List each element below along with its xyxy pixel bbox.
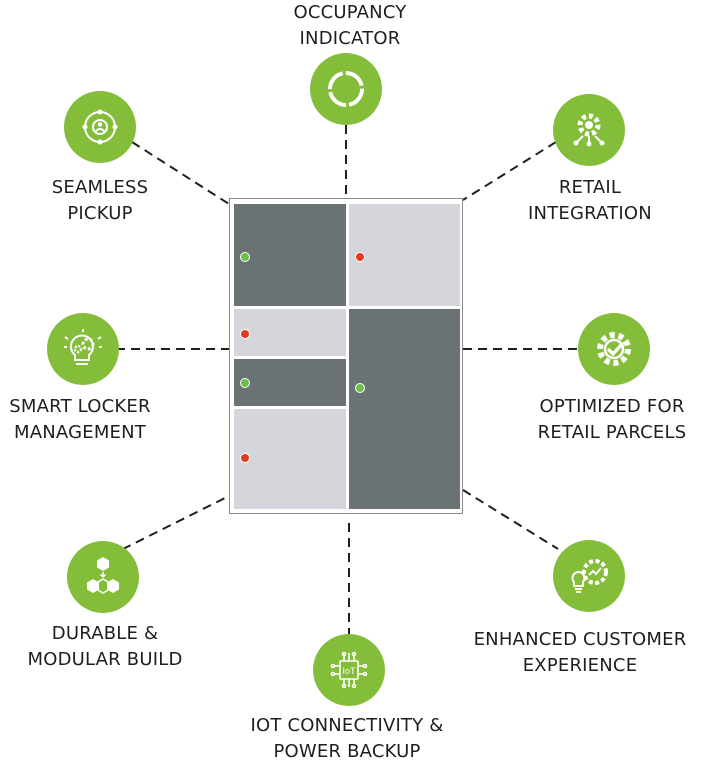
label-line: SEAMLESS (51, 177, 149, 198)
compartment-bottom-left (234, 409, 346, 509)
label-line: RETAIL (558, 177, 622, 198)
label-line: DURABLE & (51, 623, 159, 644)
compartment-top-right (349, 204, 460, 306)
locker-unit (229, 198, 463, 514)
feature-label: SMART LOCKER MANAGEMENT (0, 394, 180, 446)
label-line: OPTIMIZED FOR (539, 396, 685, 417)
label-line: INDICATOR (299, 28, 401, 49)
label-line: MODULAR BUILD (27, 649, 183, 670)
compartment-middle-left-1 (234, 309, 346, 356)
label-line: ENHANCED CUSTOMER (473, 629, 687, 650)
user-network-icon (64, 91, 136, 163)
iot-chip-text: IoT (342, 666, 356, 676)
label-line: EXPERIENCE (522, 655, 638, 676)
iot-chip-icon: IoT (313, 634, 385, 706)
bulb-growth-icon (553, 540, 625, 612)
connector-enhanced (462, 489, 559, 550)
label-line: POWER BACKUP (273, 741, 421, 762)
compartment-top-left (234, 204, 346, 306)
compartment-middle-left-2 (234, 359, 346, 406)
ring-icon (310, 53, 382, 125)
feature-label: IOT CONNECTIVITY & POWER BACKUP (222, 713, 472, 765)
label-line: PICKUP (67, 203, 133, 224)
compartment-right-tall (349, 309, 460, 509)
connector-retail (462, 141, 557, 201)
occupancy-dot-red (240, 453, 250, 463)
feature-label: SEAMLESS PICKUP (0, 175, 200, 227)
gear-check-icon (578, 313, 650, 385)
feature-label: OCCUPANCY INDICATOR (250, 0, 450, 52)
occupancy-dot-red (355, 252, 365, 262)
connector-durable (108, 495, 230, 557)
occupancy-dot-green (355, 383, 365, 393)
occupancy-dot-red (240, 329, 250, 339)
feature-label: ENHANCED CUSTOMER EXPERIENCE (460, 627, 700, 679)
label-line: OCCUPANCY (293, 2, 407, 23)
label-line: IOT CONNECTIVITY & (250, 715, 444, 736)
occupancy-dot-green (240, 252, 250, 262)
label-line: MANAGEMENT (14, 422, 146, 443)
occupancy-dot-green (240, 378, 250, 388)
feature-label: RETAIL INTEGRATION (490, 175, 690, 227)
hexagon-modules-icon (67, 541, 139, 613)
gear-network-icon (553, 94, 625, 166)
label-line: RETAIL PARCELS (537, 422, 687, 443)
feature-label: DURABLE & MODULAR BUILD (5, 621, 205, 673)
label-line: INTEGRATION (528, 203, 652, 224)
bulb-gear-icon (47, 313, 119, 385)
label-line: SMART LOCKER (9, 396, 151, 417)
feature-label: OPTIMIZED FOR RETAIL PARCELS (512, 394, 704, 446)
connector-seamless (131, 141, 230, 205)
